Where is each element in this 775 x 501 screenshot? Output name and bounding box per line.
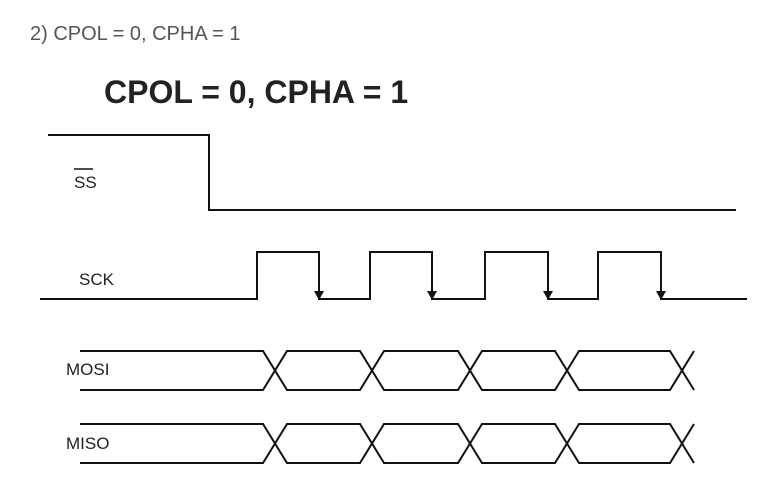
sck-falling-edge-arrow: [314, 291, 324, 300]
miso-label: MISO: [66, 434, 109, 453]
ss-label: SS: [74, 173, 97, 192]
ss-waveform: [48, 134, 736, 211]
mosi-signal: MOSI: [66, 350, 695, 391]
sck-falling-edge-arrow: [656, 291, 666, 300]
diagram-title: CPOL = 0, CPHA = 1: [104, 74, 408, 110]
mosi-waveform-upper: [80, 350, 695, 391]
miso-signal: MISO: [66, 423, 695, 464]
mosi-label: MOSI: [66, 360, 109, 379]
miso-waveform-lower: [80, 423, 695, 464]
sck-signal: SCK: [40, 251, 747, 300]
mosi-waveform-lower: [80, 350, 695, 391]
ss-signal: SS: [48, 134, 736, 211]
sck-waveform: [40, 251, 747, 300]
sck-falling-edge-arrow: [427, 291, 437, 300]
figure-caption: 2) CPOL = 0, CPHA = 1: [30, 23, 240, 45]
miso-waveform-upper: [80, 423, 695, 464]
sck-falling-edge-arrow: [543, 291, 553, 300]
sck-label: SCK: [79, 270, 115, 289]
